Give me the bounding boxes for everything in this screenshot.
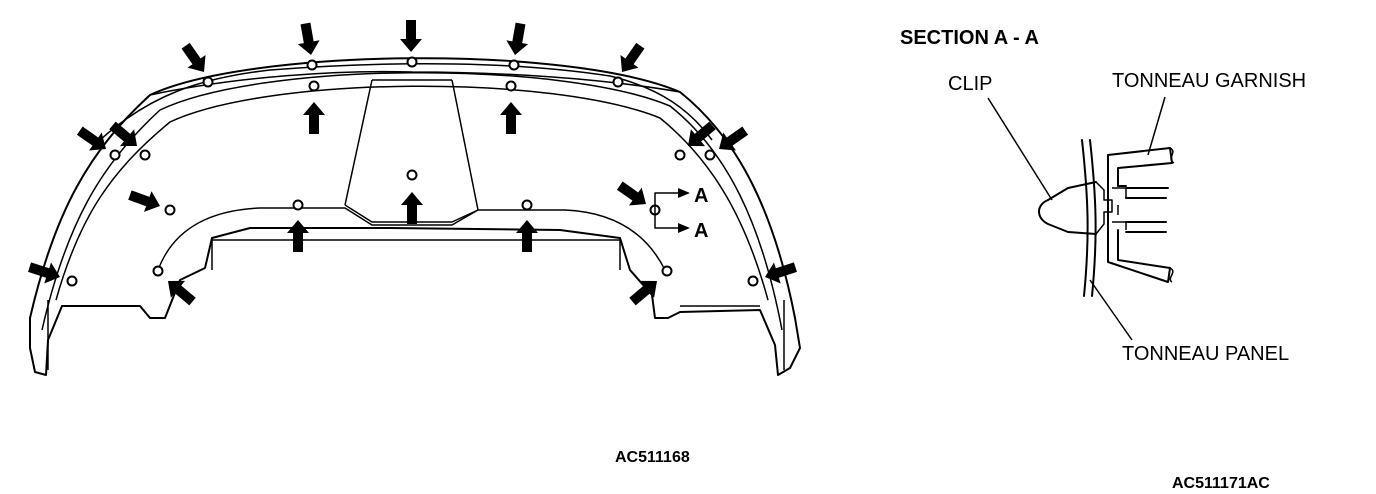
leader-clip [987, 97, 1053, 201]
arrow [612, 39, 650, 79]
section-arrow-top [678, 188, 690, 198]
clip-head [1112, 187, 1127, 230]
leader-panel [1089, 279, 1133, 341]
right-figure-code: AC511171AC [1172, 475, 1270, 492]
section-title: SECTION A - A [900, 27, 1039, 49]
left-figure-code: AC511168 [615, 449, 690, 466]
section-label-top: A [694, 185, 708, 207]
cut-edge-bottom [1169, 267, 1174, 283]
clip-hole [308, 80, 320, 92]
clip-hole [306, 59, 318, 71]
section-cut-line [654, 192, 678, 229]
arrow [401, 192, 423, 224]
clip-hole [521, 199, 533, 211]
section-cut-marker: A A [654, 185, 708, 242]
tonneau-panel-drawing [29, 57, 801, 376]
clip-hole [66, 275, 78, 287]
tonneau-panel-section [1081, 139, 1097, 297]
panel-inner-band [149, 70, 681, 96]
arrow [294, 21, 322, 57]
arrow [625, 272, 665, 310]
section-arrow-bottom [678, 223, 690, 233]
panel-right-foot [680, 300, 785, 370]
panel-left-foot [47, 300, 140, 370]
callout-tonneau-garnish: TONNEAU GARNISH [1112, 70, 1306, 92]
clip-body [1038, 181, 1097, 235]
leader-garnish [1147, 96, 1166, 156]
tonneau-garnish-section [1107, 147, 1173, 283]
clip-hole [704, 149, 716, 161]
clip-hole [202, 76, 214, 88]
clip-hole [406, 169, 418, 181]
panel-center-hump [344, 79, 479, 223]
arrow [516, 220, 538, 252]
arrow [176, 39, 214, 79]
panel-lower-ridge [157, 207, 666, 271]
clip-holes [66, 56, 759, 287]
clip-hole [505, 80, 517, 92]
arrow [303, 102, 325, 134]
arrow [400, 20, 422, 52]
arrow [712, 121, 752, 159]
clip-hole [508, 59, 520, 71]
arrow [500, 102, 522, 134]
arrow [761, 256, 799, 288]
arrow [160, 272, 200, 310]
clip-hole [612, 76, 624, 88]
panel-rim-line-2 [55, 85, 769, 301]
clip-hole [674, 149, 686, 161]
arrow [504, 21, 532, 57]
clip-hole [292, 199, 304, 211]
clip-hole [139, 149, 151, 161]
clip-hole [406, 56, 418, 68]
section-label-bottom: A [694, 220, 708, 242]
clip-shank [1095, 181, 1113, 235]
arrow [126, 184, 164, 217]
clip-hole [747, 275, 759, 287]
clip-hole [661, 265, 673, 277]
arrow [613, 176, 653, 214]
arrow [287, 220, 309, 252]
clip-hole [164, 204, 176, 216]
cut-edge-top [1169, 147, 1175, 164]
panel-lower-ridge-2 [211, 239, 621, 270]
arrow [73, 121, 113, 159]
arrow [680, 117, 720, 155]
panel-rim-line-1 [41, 72, 783, 331]
section-detail-drawing [987, 96, 1175, 341]
callout-clip: CLIP [948, 73, 992, 95]
clip-hole [109, 149, 121, 161]
clip-hole [152, 265, 164, 277]
callout-tonneau-panel: TONNEAU PANEL [1122, 343, 1289, 365]
